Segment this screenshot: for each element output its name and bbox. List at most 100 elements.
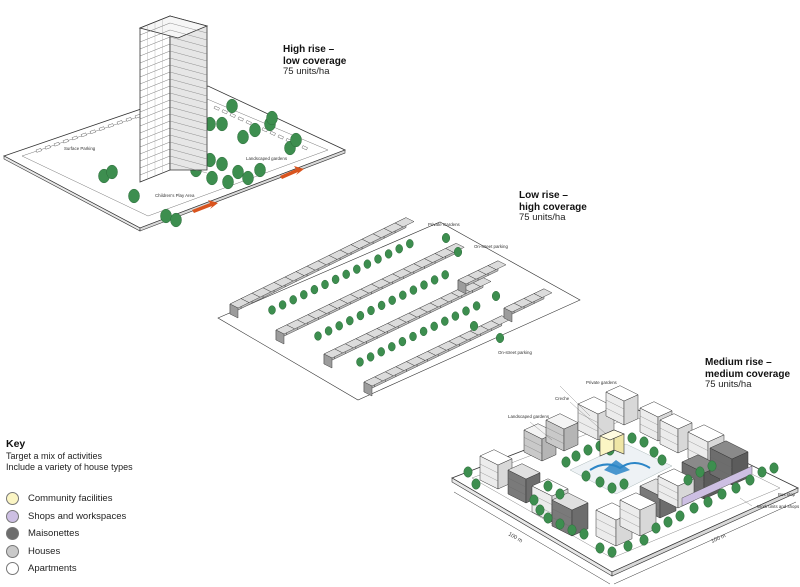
work-units-label: Work units and shops xyxy=(757,504,800,509)
tree-icon xyxy=(472,301,481,311)
legend-item-community-facilities: Community facilities xyxy=(6,490,133,508)
tree-icon xyxy=(689,502,699,514)
tree-icon xyxy=(555,518,565,530)
tree-icon xyxy=(651,522,661,534)
community-facilities-swatch xyxy=(6,492,19,506)
tree-icon xyxy=(453,247,463,257)
parking-bay xyxy=(301,145,308,151)
legend-item-houses: Houses xyxy=(6,543,133,561)
terrace-end-wall xyxy=(457,279,467,295)
tree-icon xyxy=(290,132,302,148)
tree-icon xyxy=(595,476,605,488)
tree-icon xyxy=(529,494,539,506)
parking-bay xyxy=(71,135,78,141)
medium-rise-block xyxy=(619,492,657,537)
tree-icon xyxy=(222,174,234,190)
tree-icon xyxy=(627,432,637,444)
high-rise-density: 75 units/ha xyxy=(283,66,330,77)
tree-icon xyxy=(451,311,460,321)
tree-icon xyxy=(639,534,649,546)
tree-icon xyxy=(342,269,350,279)
legend-item-label: Apartments xyxy=(28,563,77,575)
tree-icon xyxy=(757,466,767,478)
tree-icon xyxy=(388,342,396,352)
tree-icon xyxy=(356,357,364,367)
tree-icon xyxy=(607,546,617,558)
tree-icon xyxy=(409,285,418,295)
terrace-end-wall xyxy=(229,303,239,319)
houses-swatch xyxy=(6,544,19,558)
landscaped-gardens-medium-label: Landscaped gardens xyxy=(508,414,550,419)
tree-icon xyxy=(420,280,428,290)
tree-icon xyxy=(707,460,717,472)
parking-bay xyxy=(107,123,114,128)
play-area-label: Children's Play Area xyxy=(155,193,195,198)
tree-icon xyxy=(430,321,438,331)
medium-rise-block xyxy=(523,423,557,462)
high-rise-heading-line1: High rise – xyxy=(283,44,335,55)
private-gardens-label: Private Gardens xyxy=(428,222,461,227)
tree-icon xyxy=(703,496,713,508)
dimension-line-right xyxy=(613,501,797,585)
parking-bay xyxy=(44,145,51,150)
parking-bay xyxy=(269,130,276,136)
tree-icon xyxy=(226,98,238,114)
tree-icon xyxy=(543,480,553,492)
parking-bay xyxy=(245,120,252,126)
parking-bay xyxy=(237,116,244,122)
tree-icon xyxy=(471,478,481,490)
parking-bay xyxy=(221,109,228,115)
parking-bay xyxy=(35,148,42,153)
terrace-end-wall xyxy=(323,353,333,369)
tree-icon xyxy=(649,446,659,458)
shops-workspaces-band xyxy=(681,465,753,507)
tree-icon xyxy=(160,208,172,224)
tree-icon xyxy=(561,456,571,468)
tree-icon xyxy=(462,306,470,316)
tree-icon xyxy=(595,542,605,554)
tree-icon xyxy=(463,466,473,478)
legend-subtitle-1: Target a mix of activities xyxy=(6,451,103,461)
tree-icon xyxy=(491,291,501,301)
medium-rise-block xyxy=(545,413,579,452)
medium-rise-block xyxy=(479,449,513,490)
tree-icon xyxy=(623,540,633,552)
tree-icon xyxy=(331,274,340,285)
low-rise-density: 75 units/ha xyxy=(519,212,566,223)
pond xyxy=(604,460,630,475)
tree-icon xyxy=(639,436,649,448)
tree-icon xyxy=(555,488,565,500)
tree-icon xyxy=(266,110,278,126)
tree-icon xyxy=(232,164,244,180)
tree-icon xyxy=(363,259,372,269)
tree-icon xyxy=(398,336,407,347)
tree-icon xyxy=(675,510,685,522)
tree-icon xyxy=(356,310,365,321)
tree-icon xyxy=(366,352,375,362)
creche-building xyxy=(599,429,625,457)
tree-icon xyxy=(683,474,693,486)
tree-icon xyxy=(695,466,705,478)
legend-item-label: Community facilities xyxy=(28,493,113,505)
tree-icon xyxy=(346,316,354,326)
tree-icon xyxy=(395,244,403,254)
tree-icon xyxy=(310,284,319,295)
parking-bay xyxy=(53,141,60,147)
tree-icon xyxy=(170,212,182,228)
tree-icon xyxy=(469,321,479,331)
tree-icon xyxy=(216,156,228,172)
low-rise-site: Private Gardens On-street parking On-str… xyxy=(217,217,581,401)
tree-icon xyxy=(607,482,617,494)
medium-rise-trees xyxy=(463,432,779,558)
tree-icon xyxy=(300,290,308,300)
on-street-parking-bottom-label: On-street parking xyxy=(498,350,532,355)
tree-icon xyxy=(409,331,417,342)
tree-icon xyxy=(289,295,297,305)
tree-icon xyxy=(535,504,545,516)
tree-icon xyxy=(657,454,667,466)
medium-rise-heading-line1: Medium rise – xyxy=(705,357,772,368)
tree-icon xyxy=(237,129,249,145)
medium-rise-site: 100 m 100 m Private gardens Creche Lands… xyxy=(451,380,800,585)
shops-workspaces-swatch xyxy=(6,509,19,523)
